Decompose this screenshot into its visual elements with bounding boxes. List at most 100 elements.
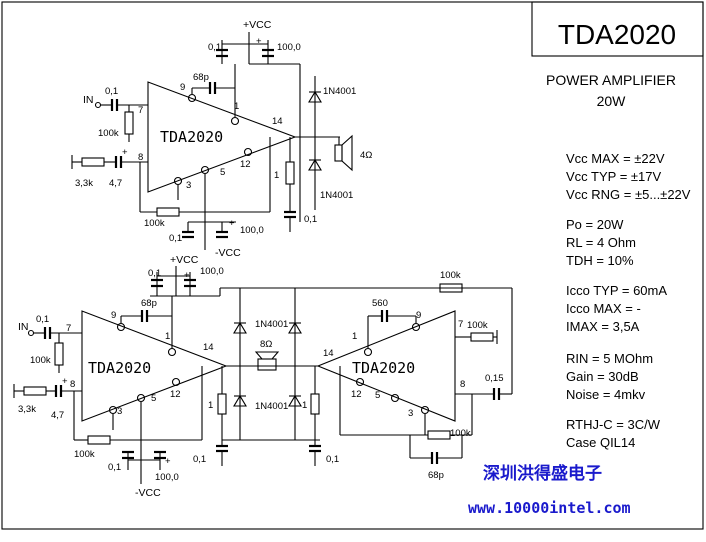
bot-r-bot-right	[427, 430, 451, 440]
bot-diode-right-lower	[288, 394, 302, 407]
spec-gain: Gain = 30dB	[566, 369, 639, 384]
bot-r-minus-label: 3,3k	[18, 404, 36, 415]
top-r-zobel-label: 1	[274, 170, 279, 181]
spec-po: Po = 20W	[566, 217, 624, 232]
bot-r-right-100k	[470, 332, 494, 342]
bot-c-minus-label: 4,7	[51, 410, 64, 421]
chip-title: TDA2020	[558, 19, 676, 50]
top-c-minus-plus: +	[122, 147, 128, 158]
bot-r-bridge-label: 100k	[440, 270, 461, 281]
subtitle-power-amplifier: POWER AMPLIFIER	[546, 72, 676, 88]
bot-right-pin12: 12	[351, 389, 362, 400]
top-r-in-label: 100k	[98, 128, 119, 139]
bot-left-pin1: 1	[165, 331, 170, 342]
top-vcc-pos: +VCC	[243, 19, 272, 31]
bot-speaker	[257, 358, 277, 371]
top-speaker-cone	[341, 134, 353, 172]
subtitle-power-rating: 20W	[597, 93, 627, 109]
brand-url: www.10000intel.com	[468, 499, 631, 517]
bot-c-neg-plus: +	[165, 456, 171, 467]
bot-left-pin8: 8	[70, 379, 75, 390]
bot-right-pin8: 8	[460, 379, 465, 390]
top-c-neg-1: 0,1	[169, 233, 182, 244]
top-pin8: 8	[138, 152, 143, 163]
bot-vcc-pos: +VCC	[170, 254, 199, 266]
bot-c-minus-plus: +	[62, 376, 68, 387]
spec-rthj: RTHJ-C = 3C/W	[566, 417, 661, 432]
spec-noise: Noise = 4mkv	[566, 387, 646, 402]
top-speaker-label: 4Ω	[360, 150, 372, 161]
top-pin12: 12	[240, 159, 251, 170]
bot-in-label: IN	[18, 321, 29, 333]
bot-diode-left-upper	[233, 321, 247, 334]
bot-left-pin5: 5	[151, 393, 156, 404]
top-c-fb: 68p	[193, 72, 209, 83]
bot-vcc-neg: -VCC	[135, 487, 161, 499]
top-pin1-dot	[230, 116, 240, 126]
top-pin1: 1	[234, 101, 239, 112]
bot-chip-right-label: TDA2020	[352, 359, 415, 377]
bot-amp-left-triangle	[81, 310, 228, 422]
top-c-minus-label: 4,7	[109, 178, 122, 189]
top-pin12-dot	[243, 147, 253, 157]
bot-c-vcc-1: 0,1	[148, 268, 161, 279]
bot-amp-right-triangle	[316, 310, 456, 422]
bot-left-pin3: 3	[117, 406, 122, 417]
bot-c-neg-2: 100,0	[155, 472, 179, 483]
top-c-neg-plus: +	[229, 218, 235, 229]
spec-icco-max: Icco MAX = -	[566, 301, 641, 316]
bot-c-vcc-2: 100,0	[200, 266, 224, 277]
bot-r-zobel-left	[217, 393, 227, 415]
top-diode-upper-label: 1N4001	[323, 86, 356, 97]
top-speaker-body	[334, 144, 343, 162]
spec-vcc-max: Vcc MAX = ±22V	[566, 151, 665, 166]
spec-vcc-typ: Vcc TYP = ±17V	[566, 169, 662, 184]
bot-diode-right-upper	[288, 321, 302, 334]
bot-right-pin5: 5	[375, 390, 380, 401]
bot-right-pin3: 3	[408, 408, 413, 419]
top-r-zobel	[285, 161, 295, 185]
bottom-circuit: TDA2020 9 7 8 1 14 12 5 3 TDA2020 9 7 8 …	[13, 254, 513, 499]
bot-left-pin12: 12	[170, 389, 181, 400]
bot-diode-top-label: 1N4001	[255, 319, 288, 330]
bot-left-pin7: 7	[66, 323, 71, 334]
bot-c-out: 0,15	[485, 373, 504, 384]
bot-right-pin1: 1	[352, 331, 357, 342]
bot-r-in	[54, 342, 64, 366]
top-c-zobel-label: 0,1	[304, 214, 317, 225]
bot-r-fb-left	[87, 435, 111, 445]
bot-diode-bot-label: 1N4001	[255, 401, 288, 412]
top-r-minus-label: 3,3k	[75, 178, 93, 189]
top-diode-lower	[308, 158, 322, 171]
spec-icco-typ: Icco TYP = 60mA	[566, 283, 667, 298]
top-pin3-dot	[173, 176, 183, 186]
top-c-neg-2: 100,0	[240, 225, 264, 236]
top-c-vcc-plus: +	[256, 36, 262, 47]
bot-r-zobel-right-label: 1	[302, 400, 307, 411]
top-c-vcc-2: 100,0	[277, 42, 301, 53]
spec-vcc-rng: Vcc RNG = ±5...±22V	[566, 187, 691, 202]
bot-left-pin14: 14	[203, 342, 214, 353]
top-circuit: TDA2020 9 7 8 1 14 12 5 3 +VCC 0,1 + 100…	[71, 19, 372, 259]
bot-c-zobel-left: 0,1	[193, 454, 206, 465]
spec-case: Case QIL14	[566, 435, 635, 450]
bot-r-minus	[23, 386, 47, 396]
bot-right-pin9: 9	[416, 310, 421, 321]
bot-diode-left-lower	[233, 394, 247, 407]
top-r-minus	[81, 157, 105, 167]
bot-c-68p-right: 68p	[428, 470, 444, 481]
spec-tdh: TDH = 10%	[566, 253, 634, 268]
bot-r-fb-left-label: 100k	[74, 449, 95, 460]
top-r-fb	[156, 207, 180, 217]
top-diode-lower-label: 1N4001	[320, 190, 353, 201]
bot-c-zobel-right: 0,1	[326, 454, 339, 465]
sheet-border	[1, 1, 704, 530]
bot-r-right-100k-label: 100k	[467, 320, 488, 331]
bot-c-neg-1: 0,1	[108, 462, 121, 473]
spec-list: Vcc MAX = ±22V Vcc TYP = ±17V Vcc RNG = …	[566, 151, 691, 450]
top-in-terminal	[94, 101, 102, 109]
top-pin3: 3	[186, 180, 191, 191]
top-amp-triangle	[147, 81, 297, 193]
top-pin5-dot	[200, 165, 210, 175]
